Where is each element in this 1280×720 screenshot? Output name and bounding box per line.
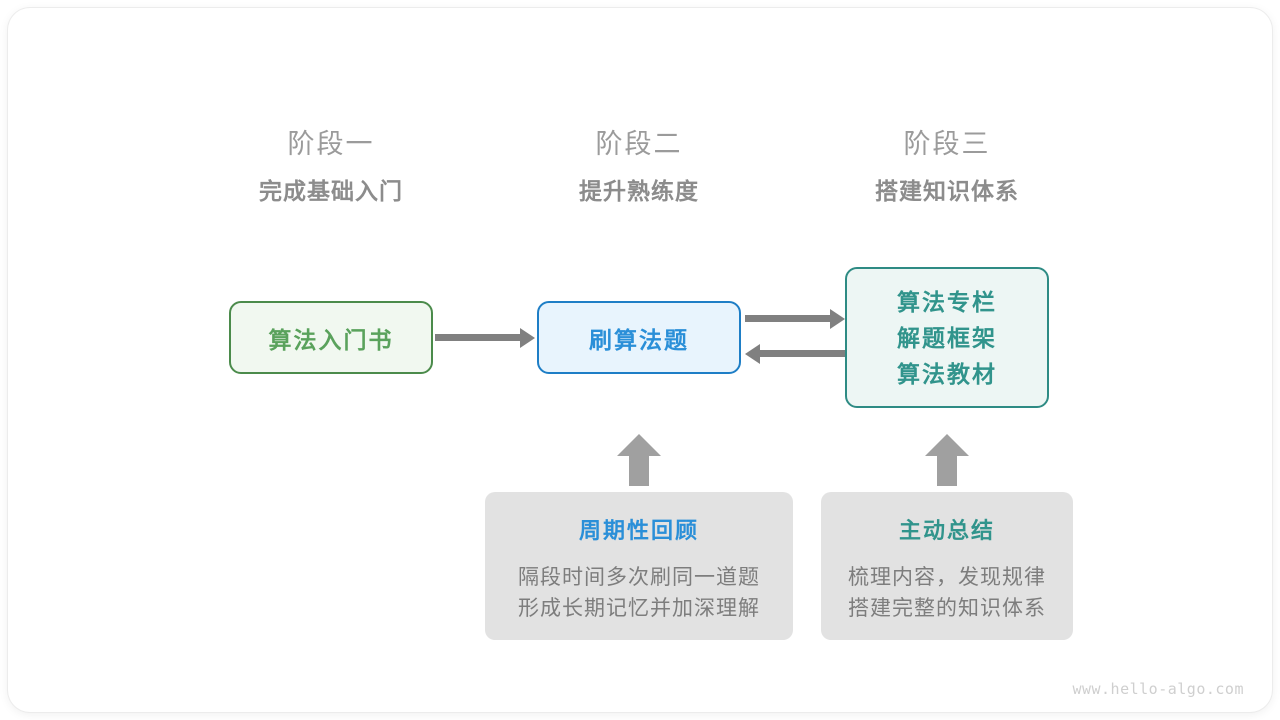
phase-number-1: 阶段一 xyxy=(287,129,375,159)
phase-header-3: 阶段三 搭建知识体系 xyxy=(817,126,1077,208)
note-body-line-2: 形成长期记忆并加深理解 xyxy=(518,597,760,620)
phase-number-2: 阶段二 xyxy=(595,129,683,159)
arrowhead-right-icon xyxy=(520,327,535,348)
node-label-line-2: 解题框架 xyxy=(897,324,997,351)
note-title: 周期性回顾 xyxy=(578,518,699,543)
arrow-up-review-icon xyxy=(616,432,662,488)
phase-number-3: 阶段三 xyxy=(903,129,991,159)
arrow-up-summary-icon xyxy=(924,432,970,488)
arrowhead-right-icon xyxy=(830,308,845,329)
note-body-line-2: 搭建完整的知识体系 xyxy=(848,597,1046,620)
node-label-line-1: 算法专栏 xyxy=(897,288,997,315)
node-learning-resources[interactable]: 算法专栏 解题框架 算法教材 xyxy=(845,267,1049,408)
note-title: 主动总结 xyxy=(898,518,995,543)
note-body-line-1: 隔段时间多次刷同一道题 xyxy=(518,566,760,589)
note-card-active-summary[interactable]: 主动总结 梳理内容，发现规律 搭建完整的知识体系 xyxy=(821,492,1073,640)
watermark-url: www.hello-algo.com xyxy=(1072,680,1244,698)
phase-header-2: 阶段二 提升熟练度 xyxy=(509,126,769,208)
arrow-practice-to-resources-icon xyxy=(745,308,845,329)
node-algorithm-intro-book[interactable]: 算法入门书 xyxy=(229,301,433,374)
note-body-line-1: 梳理内容，发现规律 xyxy=(848,566,1046,589)
node-label: 刷算法题 xyxy=(589,326,689,353)
arrow-resources-to-practice-icon xyxy=(745,343,845,364)
phase-title-1: 完成基础入门 xyxy=(259,178,403,204)
phase-title-3: 搭建知识体系 xyxy=(875,178,1019,204)
arrowhead-left-icon xyxy=(745,343,760,364)
note-card-periodic-review[interactable]: 周期性回顾 隔段时间多次刷同一道题 形成长期记忆并加深理解 xyxy=(485,492,793,640)
phase-header-1: 阶段一 完成基础入门 xyxy=(201,126,461,208)
node-practice-problems[interactable]: 刷算法题 xyxy=(537,301,741,374)
phase-title-2: 提升熟练度 xyxy=(579,178,699,204)
arrow-book-to-practice-icon xyxy=(435,327,535,348)
node-label-line-3: 算法教材 xyxy=(897,360,997,387)
node-label: 算法入门书 xyxy=(268,326,394,353)
